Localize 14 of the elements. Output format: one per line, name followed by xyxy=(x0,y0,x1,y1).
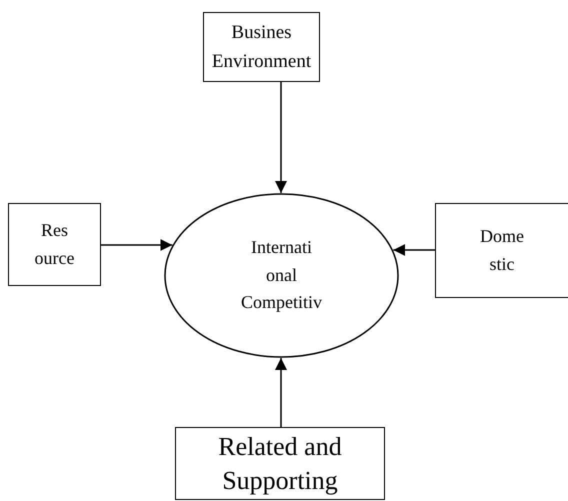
node-label: Res ource xyxy=(34,218,76,270)
node-label: Internati onal Competitiv xyxy=(240,236,323,314)
arrow xyxy=(101,239,172,251)
process-box xyxy=(203,12,320,82)
arrow xyxy=(275,358,287,427)
node-label: Dome stic xyxy=(479,224,525,276)
process-box xyxy=(8,203,101,286)
arrow xyxy=(393,244,435,256)
process-box xyxy=(435,203,568,298)
process-box xyxy=(175,427,385,500)
arrow xyxy=(275,82,287,193)
oval-node xyxy=(164,193,399,358)
node-label: Related and Supporting xyxy=(217,430,343,497)
node-label: Busines Environment xyxy=(210,20,312,74)
